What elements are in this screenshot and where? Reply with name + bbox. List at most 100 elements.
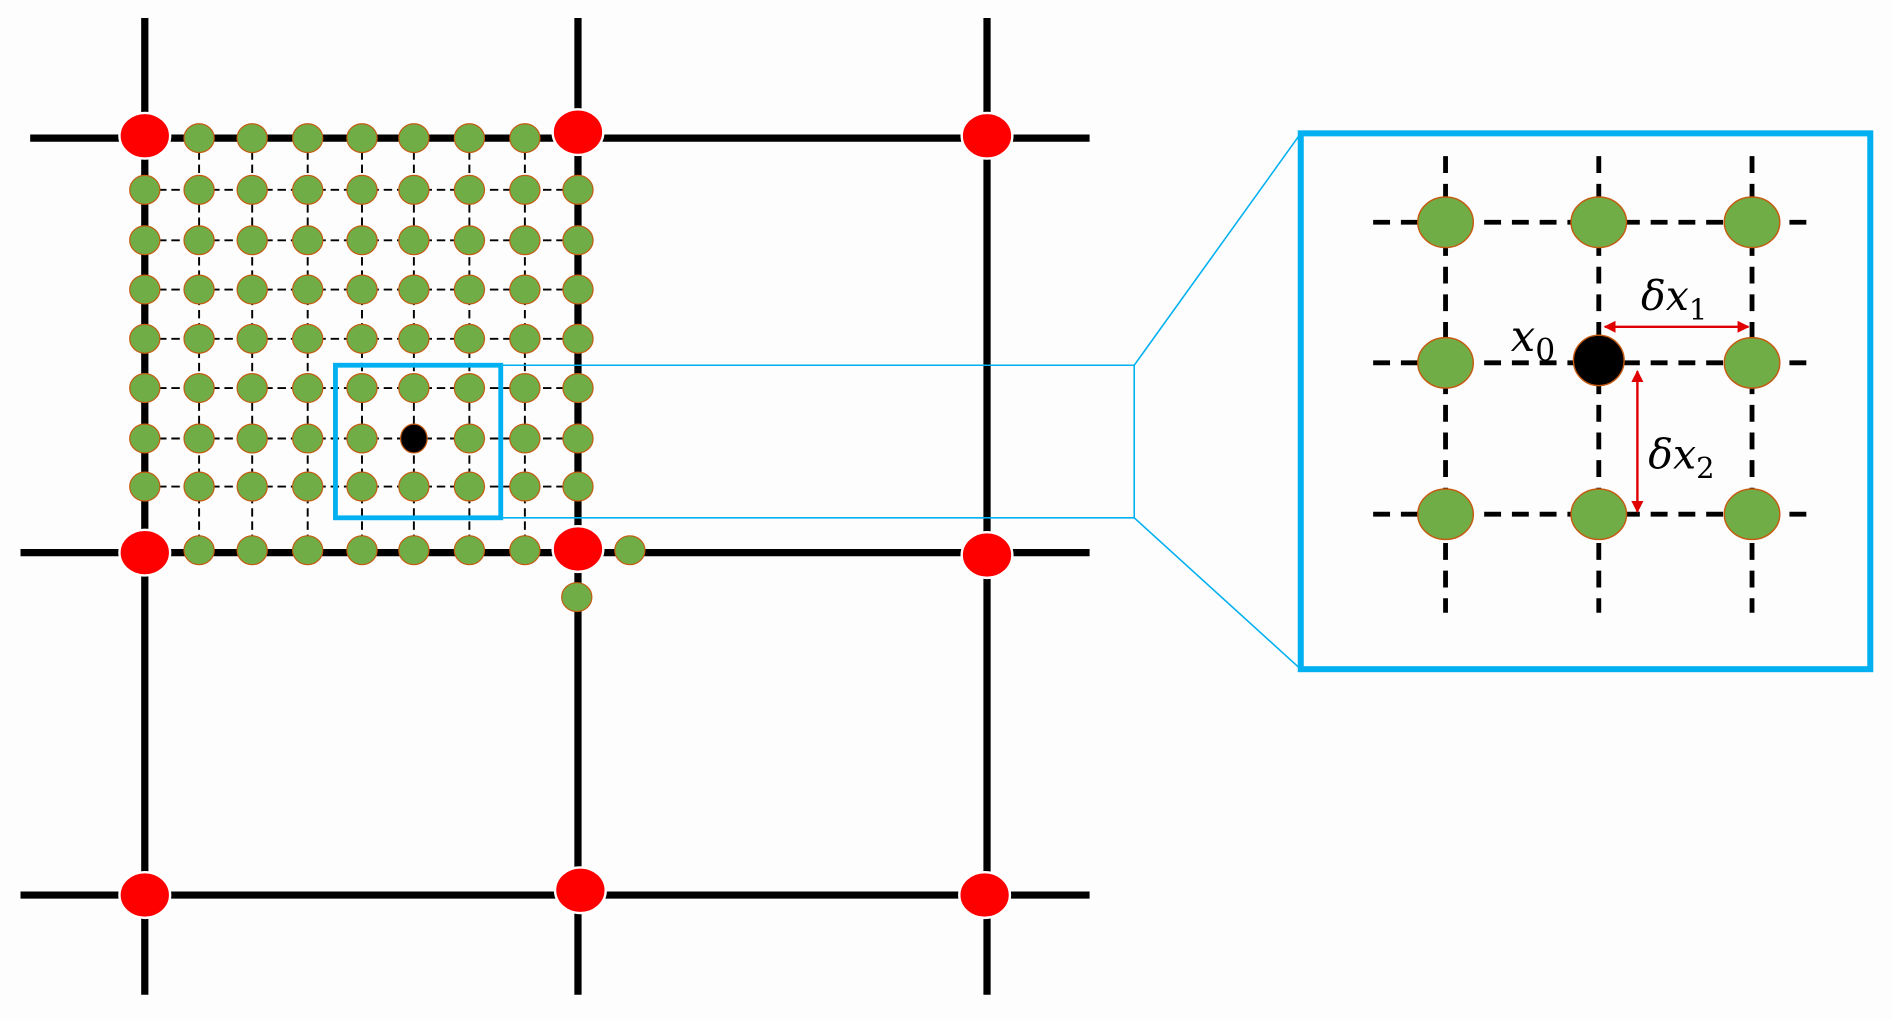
coarse-grid-lines	[20, 18, 1090, 995]
inset-fine-node	[1570, 196, 1628, 249]
inset-fine-node	[1570, 488, 1628, 541]
fine-node	[398, 225, 430, 256]
inset-fine-node	[1417, 196, 1475, 249]
fine-node	[509, 423, 541, 454]
fine-node	[236, 373, 268, 404]
fine-node	[129, 423, 161, 454]
fine-node	[562, 323, 594, 354]
fine-node	[129, 373, 161, 404]
fine-node	[129, 323, 161, 354]
fine-node	[509, 373, 541, 404]
fine-node	[292, 174, 324, 205]
fine-node	[236, 471, 268, 502]
fine-node	[346, 535, 378, 566]
fine-node	[236, 423, 268, 454]
fine-node	[398, 373, 430, 404]
fine-node	[614, 535, 646, 566]
inset-fine-node	[1723, 336, 1781, 389]
fine-node	[346, 373, 378, 404]
fine-node	[129, 225, 161, 256]
fine-node	[398, 174, 430, 205]
fine-node	[346, 323, 378, 354]
fine-node	[292, 323, 324, 354]
label-x0: x0	[1511, 312, 1555, 369]
coarse-node	[118, 528, 172, 577]
inset-fine-node	[1723, 196, 1781, 249]
fine-node	[562, 423, 594, 454]
fine-node	[398, 274, 430, 305]
fine-node	[398, 535, 430, 566]
zoom-connector-bottom	[1133, 517, 1302, 670]
fine-node	[236, 535, 268, 566]
fine-node	[346, 174, 378, 205]
fine-node	[292, 535, 324, 566]
target-node	[399, 423, 428, 454]
zoom-connector-top	[1133, 132, 1302, 366]
fine-node	[292, 274, 324, 305]
fine-node	[183, 323, 215, 354]
fine-node	[509, 174, 541, 205]
fine-node	[453, 323, 486, 354]
fine-node	[292, 225, 324, 256]
coarse-node	[960, 111, 1014, 160]
fine-node	[562, 471, 594, 502]
fine-node	[183, 471, 215, 502]
coarse-node	[118, 111, 172, 160]
inset-fine-node	[1723, 488, 1781, 541]
fine-node	[453, 274, 486, 305]
fine-node	[346, 471, 378, 502]
fine-node	[398, 123, 430, 154]
fine-node	[292, 373, 324, 404]
fine-node	[236, 274, 268, 305]
fine-node	[398, 471, 430, 502]
fine-node	[453, 373, 486, 404]
fine-node	[453, 423, 486, 454]
fine-node	[561, 582, 593, 613]
fine-node	[292, 423, 324, 454]
fine-node	[509, 225, 541, 256]
fine-node	[183, 174, 215, 205]
label-delta-x1: δx1	[1641, 272, 1707, 327]
fine-node	[562, 174, 594, 205]
coarse-node	[960, 531, 1014, 580]
fine-node	[129, 274, 161, 305]
coarse-node	[551, 108, 605, 157]
fine-node	[509, 471, 541, 502]
fine-node	[509, 535, 541, 566]
fine-node	[346, 123, 378, 154]
fine-node	[183, 373, 215, 404]
label-delta-x2: δx2	[1648, 431, 1714, 486]
inset-fine-node	[1417, 336, 1475, 389]
fine-node	[236, 123, 268, 154]
inset-target-node	[1572, 334, 1625, 387]
coarse-node	[118, 871, 172, 920]
fine-node	[453, 123, 486, 154]
fine-node	[453, 174, 486, 205]
fine-node	[562, 274, 594, 305]
fine-node	[183, 225, 215, 256]
coarse-grid-nodes	[118, 108, 1014, 920]
coarse-node	[958, 871, 1012, 920]
fine-node	[509, 323, 541, 354]
coarse-node	[553, 866, 607, 915]
coarse-node	[551, 525, 605, 574]
fine-node	[236, 225, 268, 256]
fine-node	[453, 471, 486, 502]
fine-node	[183, 423, 215, 454]
fine-node	[129, 174, 161, 205]
fine-node	[346, 225, 378, 256]
fine-node	[562, 225, 594, 256]
fine-node	[453, 535, 486, 566]
fine-node	[183, 274, 215, 305]
fine-node	[509, 123, 541, 154]
fine-node	[292, 123, 324, 154]
fine-node	[509, 274, 541, 305]
fine-node	[236, 323, 268, 354]
fine-node	[453, 225, 486, 256]
zoom-connector	[500, 364, 1136, 519]
fine-node	[129, 471, 161, 502]
fine-node	[236, 174, 268, 205]
inset-fine-node	[1417, 488, 1475, 541]
zoom-source-box	[333, 362, 504, 521]
fine-node	[183, 123, 215, 154]
